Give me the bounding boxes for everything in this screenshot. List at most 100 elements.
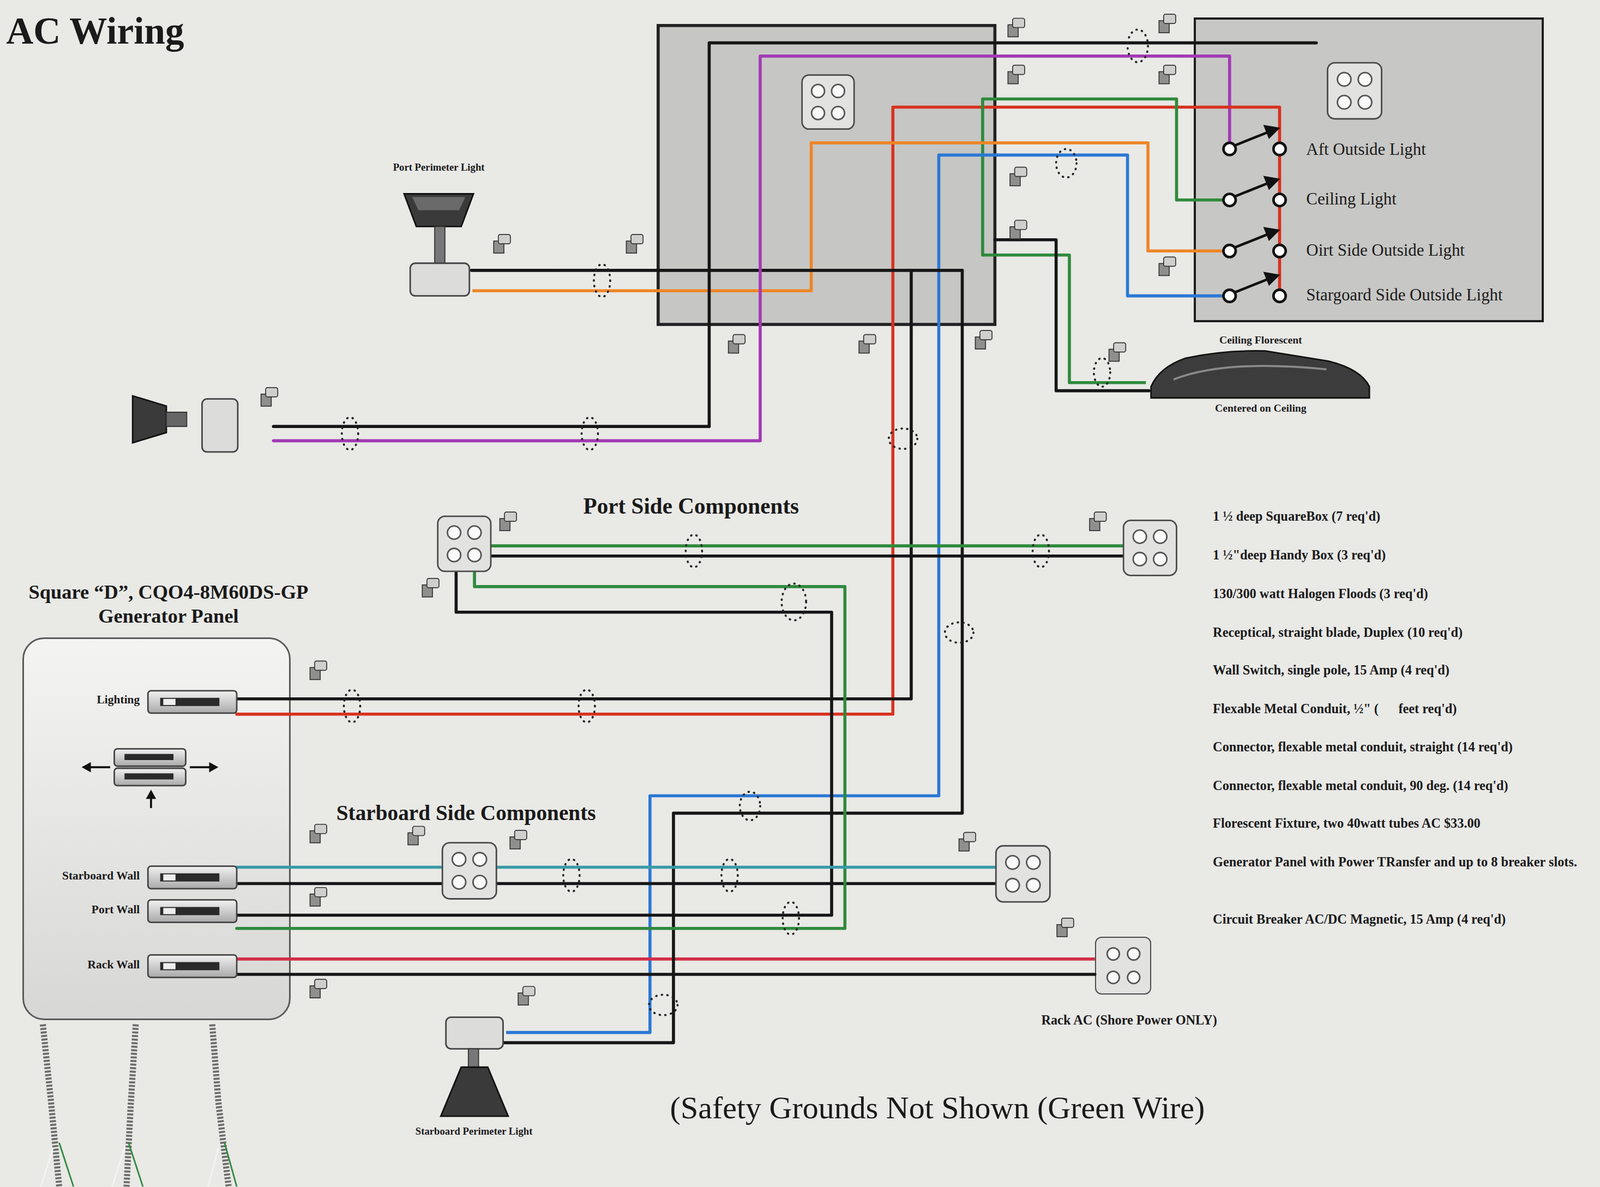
text-slot: Port Perimeter Light bbox=[359, 161, 519, 174]
wire bbox=[1193, 294, 1224, 298]
conduit bbox=[126, 1024, 136, 1187]
conduit-marker bbox=[1056, 148, 1077, 178]
wire bbox=[236, 43, 1317, 1044]
conduit-marker bbox=[593, 264, 611, 298]
conduit-marker bbox=[945, 622, 974, 643]
flood-light bbox=[446, 1017, 504, 1050]
conduit-connector bbox=[1056, 918, 1074, 937]
wire-connector bbox=[290, 107, 1194, 715]
conduit-marker bbox=[685, 534, 702, 568]
node-label: Oirt Side Outside Light bbox=[1306, 239, 1465, 261]
conduit-connector bbox=[509, 830, 527, 850]
conduit-connector bbox=[626, 234, 644, 254]
parts-list-item: 1 ½ deep SquareBox (7 req'd) bbox=[1211, 508, 1598, 525]
circuit-breaker bbox=[147, 690, 237, 978]
conduit bbox=[40, 1024, 237, 1187]
conduit-marker bbox=[581, 417, 599, 450]
switch-symbol bbox=[1265, 177, 1278, 189]
starboard-perimeter-light: Starboard Perimeter Light bbox=[441, 1012, 507, 1140]
switch-symbol bbox=[1265, 273, 1278, 284]
outlet-face bbox=[1107, 947, 1120, 960]
conduit-marker bbox=[740, 791, 761, 821]
circuit-breaker bbox=[163, 699, 176, 706]
conduit-marker bbox=[563, 859, 580, 893]
wire bbox=[994, 239, 1150, 392]
conduit bbox=[224, 1143, 237, 1187]
text-slot: Rack AC (Shore Power ONLY) bbox=[1019, 1012, 1239, 1028]
conduit-connector bbox=[309, 979, 327, 998]
wire bbox=[502, 270, 962, 1043]
conduit-marker bbox=[648, 994, 678, 1015]
conduit-connector bbox=[1007, 18, 1025, 38]
conduit-connector bbox=[407, 826, 425, 845]
conduit-connector bbox=[1109, 343, 1127, 362]
conduit-connector bbox=[1007, 65, 1025, 84]
wire bbox=[491, 554, 1123, 558]
switch-symbol bbox=[1223, 126, 1286, 303]
parts-list-item: Generator Panel with Power TRansfer and … bbox=[1211, 853, 1598, 870]
conduit-connector bbox=[518, 986, 535, 1006]
switch-symbol bbox=[1223, 142, 1236, 155]
wire bbox=[1193, 198, 1224, 202]
conduit-connector bbox=[959, 832, 977, 852]
text-slot: Square “D”, CQO4-8M60DS-GP Generator Pan… bbox=[8, 580, 329, 629]
wire bbox=[236, 865, 995, 870]
circuit-breaker bbox=[147, 899, 237, 923]
flood-light bbox=[410, 263, 470, 297]
junction-enclosure bbox=[658, 25, 995, 325]
safety-note: (Safety Grounds Not Shown (Green Wire) bbox=[668, 1089, 1207, 1128]
transfer-switch bbox=[81, 762, 92, 773]
wire bbox=[236, 957, 291, 961]
conduit-connector bbox=[309, 660, 327, 680]
parts-list-item: Wall Switch, single pole, 15 Amp (4 req'… bbox=[1211, 662, 1598, 678]
switch-symbol bbox=[1273, 244, 1286, 257]
transfer-switch bbox=[87, 766, 111, 769]
transfer-switch bbox=[124, 754, 174, 761]
circuit-breaker bbox=[147, 866, 237, 889]
conduit bbox=[208, 1147, 219, 1187]
conduit-connector bbox=[1009, 167, 1027, 186]
wire bbox=[273, 43, 1316, 427]
wire bbox=[236, 270, 912, 700]
text-slot: Stargoard Side Outside Light bbox=[1306, 284, 1503, 305]
wire bbox=[491, 544, 1123, 548]
conduit-connector bbox=[309, 887, 327, 907]
generator-panel: Square “D”, CQO4-8M60DS-GP Generator Pan… bbox=[22, 637, 291, 1021]
breaker-label: Port Wall bbox=[40, 903, 141, 918]
text-slot: Ceiling Light bbox=[1306, 188, 1397, 209]
conduit-connector bbox=[1089, 512, 1107, 531]
conduit-marker bbox=[781, 583, 806, 621]
node-label: Stargoard Side Outside Light bbox=[1306, 284, 1503, 305]
fluorescent-fixture bbox=[1151, 350, 1370, 398]
section-heading: Starboard Side Components bbox=[334, 800, 598, 826]
fluorescent-fixture bbox=[1151, 350, 1370, 398]
node-label: Centered on Ceiling bbox=[1145, 401, 1376, 415]
outlet-box bbox=[437, 62, 1382, 902]
conduit-connector bbox=[1158, 256, 1176, 276]
conduit-marker bbox=[1032, 534, 1050, 568]
parts-list-item: Flexable Metal Conduit, ½" ( feet req'd) bbox=[1211, 700, 1598, 717]
conduit bbox=[212, 1024, 229, 1187]
wire-connector bbox=[290, 957, 1096, 961]
flood-light bbox=[201, 399, 238, 453]
junction-enclosure bbox=[658, 25, 995, 325]
switch-symbol bbox=[1265, 228, 1278, 239]
text-slot: Ceiling Florescent bbox=[1145, 333, 1376, 347]
outlet-face bbox=[1127, 947, 1140, 960]
switch-symbol bbox=[1233, 233, 1269, 248]
conduit-marker bbox=[1127, 29, 1148, 63]
parts-list-item: 130/300 watt Halogen Floods (3 req'd) bbox=[1211, 585, 1598, 602]
conduit-marker bbox=[721, 859, 738, 893]
switch-symbol bbox=[1233, 182, 1269, 197]
wire bbox=[236, 882, 995, 886]
switch-symbol bbox=[1273, 289, 1286, 302]
flood-light bbox=[132, 194, 509, 1117]
outlet-box bbox=[995, 845, 1050, 902]
parts-list-item: Connector, flexable metal conduit, 90 de… bbox=[1211, 777, 1598, 794]
transfer-switch bbox=[189, 766, 213, 769]
port-perimeter-light: Port Perimeter Light bbox=[405, 154, 473, 300]
conduit-marker bbox=[341, 417, 359, 450]
wire-connector bbox=[506, 154, 1194, 1033]
conduit-marker bbox=[344, 689, 361, 723]
wire bbox=[471, 268, 962, 273]
